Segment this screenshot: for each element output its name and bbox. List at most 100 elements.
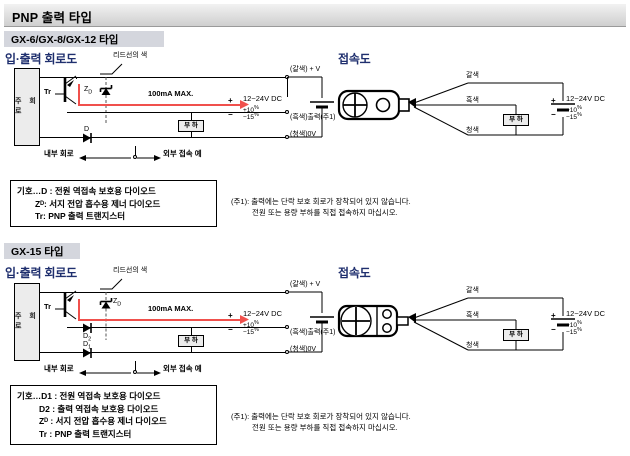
note-gx6-0: (주1): 출력에는 단락 보호 회로가 장착되어 있지 않습니다.	[231, 197, 411, 206]
zd-label-gx6: ZD	[84, 86, 93, 96]
supply-tol-minus-wiring-gx6: −15%	[566, 112, 582, 122]
boundary-tick-gx15	[135, 361, 136, 372]
external-wiring-gx6	[288, 76, 334, 138]
zener-symbol-gx6	[99, 77, 113, 125]
rail-output-gx6	[67, 112, 287, 113]
boundary-arrows-gx15	[79, 370, 161, 376]
tr-label-gx15: Tr	[44, 302, 52, 311]
wire-black-label-gx15: 흑색	[466, 312, 479, 319]
wire-brown-label-gx6: 갈색	[466, 72, 479, 79]
supply-plus-sign-gx15: +	[228, 311, 233, 320]
zerov-label-gx15: (청색)0V	[290, 346, 317, 353]
zener-symbol-gx15	[99, 292, 113, 340]
legend-box-gx6: 기호…D : 전원 역접속 보호용 다이오드 Zᴰ: 서지 전압 흡수용 제너 …	[10, 180, 217, 227]
output-label-gx15: (흑색)출력(주1)	[290, 329, 336, 336]
rail-plusv-gx6	[40, 77, 287, 78]
legend-line-gx15-0: 기호…D1 : 전원 역접속 보호용 다이오드	[17, 391, 161, 401]
circuit-title-gx15: 입·출력 회로도	[5, 266, 77, 280]
supply-tol-minus-gx15: −15%	[243, 327, 259, 337]
main-circuit-label-gx6: 주 회 로	[15, 97, 39, 116]
legend-line-gx6-2: Tr: PNP 출력 트랜지스터	[35, 211, 126, 221]
wiring-lines-gx15	[408, 297, 575, 351]
supply-label-wiring-gx15: 12~24V DC	[566, 309, 605, 318]
legend-line-gx15-1: D2 : 출력 역접속 보호용 다이오드	[39, 403, 159, 414]
tr-emitter-tie-gx6	[76, 77, 77, 79]
current-label-gx15: 100mA MAX.	[148, 304, 194, 313]
main-circuit-label-gx15: 주 회 로	[15, 312, 39, 331]
legend-line-gx15-2: Zᴰ : 서지 전압 흡수용 제너 다이오드	[39, 416, 167, 426]
supply-tol-plus-gx15: +10%	[243, 320, 259, 330]
supply-minus-sign-gx6: −	[228, 110, 233, 119]
current-arrowhead-gx6	[240, 100, 249, 109]
subheader-gx15-label: GX-15 타입	[11, 246, 64, 258]
note-gx15-1: 전원 또는 용량 부하를 직접 접속하지 마십시오.	[252, 423, 398, 432]
supply-tol-plus-gx6: +10%	[243, 105, 259, 115]
supply-tol-plus-wiring-gx6: +10%	[566, 105, 582, 115]
wire-brown-label-gx15: 갈색	[466, 287, 479, 294]
output-label-gx6: (흑색)출력(주1)	[290, 114, 336, 121]
legend-line-gx6-0: 기호…D : 전원 역접속 보호용 다이오드	[17, 186, 156, 196]
load-bottom-wire-gx15	[191, 347, 192, 352]
diode-d2-symbol-gx15	[83, 323, 92, 333]
subheader-gx6: GX-6/GX-8/GX-12 타입	[4, 31, 164, 47]
d1-label-gx15: D1	[83, 341, 92, 351]
diode-d1-symbol-gx15	[83, 348, 92, 358]
supply-plus-sign-wiring-gx6: +	[551, 96, 556, 105]
subheader-gx6-label: GX-6/GX-8/GX-12 타입	[11, 34, 119, 46]
supply-minus-sign-gx15: −	[228, 325, 233, 334]
wiring-lines-gx6	[408, 82, 575, 136]
boundary-node-gx6	[133, 155, 137, 159]
lead-color-label-gx6: 리드선의 색	[113, 52, 148, 59]
lead-color-label-gx15: 리드선의 색	[113, 267, 148, 274]
internal-label-gx6: 내부 회로	[44, 149, 74, 158]
note-gx15-0: (주1): 출력에는 단락 보호 회로가 장착되어 있지 않습니다.	[231, 412, 411, 421]
plusv-label-gx6: (갈색) + V	[290, 66, 321, 73]
supply-minus-sign-wiring-gx6: −	[551, 110, 556, 119]
transistor-symbol-gx15	[55, 290, 77, 320]
rail-output-gx15	[67, 327, 287, 328]
external-label-gx6: 외부 접속 예	[163, 149, 202, 158]
current-path-horiz-gx6	[78, 104, 243, 106]
transistor-symbol-gx6	[55, 75, 77, 105]
plusv-label-gx15: (갈색) + V	[290, 281, 321, 288]
tr-label-gx6: Tr	[44, 87, 52, 96]
wiring-title-gx15: 접속도	[338, 266, 371, 280]
boundary-node-gx15	[133, 370, 137, 374]
rail-0v-gx6	[40, 137, 287, 138]
supply-plus-sign-wiring-gx15: +	[551, 311, 556, 320]
external-label-gx15: 외부 접속 예	[163, 364, 202, 373]
supply-label-wiring-gx6: 12~24V DC	[566, 94, 605, 103]
main-circuit-block-gx6: 주 회 로	[14, 68, 40, 146]
page-title: PNP 출력 타입	[12, 11, 93, 25]
load-top-wire-gx15	[191, 327, 192, 335]
current-path-horiz-gx15	[78, 319, 243, 321]
internal-label-gx15: 내부 회로	[44, 364, 74, 373]
supply-label-gx15: 12~24V DC	[243, 309, 282, 318]
boundary-arrows-gx6	[79, 155, 161, 161]
sensor-body-gx15	[337, 304, 409, 338]
subheader-gx15: GX-15 타입	[4, 243, 80, 259]
wiring-title-gx6: 접속도	[338, 52, 371, 66]
zerov-label-gx6: (청색)0V	[290, 131, 317, 138]
current-path-vert-gx6	[78, 84, 80, 106]
rail-0v-gx15	[40, 352, 287, 353]
external-wiring-gx15	[288, 291, 334, 353]
load-box-wiring-gx6: 부 하	[503, 114, 529, 126]
wire-blue-label-gx6: 청색	[466, 127, 479, 134]
rail-plusv-gx15	[40, 292, 287, 293]
load-box-gx6: 부 하	[178, 120, 204, 132]
circuit-title-gx6: 입·출력 회로도	[5, 52, 77, 66]
supply-minus-sign-wiring-gx15: −	[551, 325, 556, 334]
legend-line-gx15-3: Tr : PNP 출력 트랜지스터	[39, 428, 132, 439]
wire-black-label-gx6: 흑색	[466, 97, 479, 104]
terminal-output-gx15	[285, 325, 289, 329]
supply-label-gx6: 12~24V DC	[243, 94, 282, 103]
d2-label-gx15: D2	[83, 333, 92, 343]
main-header-bar: PNP 출력 타입	[4, 4, 626, 27]
supply-tol-plus-wiring-gx15: +10%	[566, 320, 582, 330]
supply-tol-minus-gx6: −15%	[243, 112, 259, 122]
ext-plusv-drop-gx6	[287, 77, 288, 97]
main-circuit-block-gx15: 주 회 로	[14, 283, 40, 361]
legend-line-gx6-1: Zᴰ: 서지 전압 흡수용 제너 다이오드	[35, 198, 161, 209]
